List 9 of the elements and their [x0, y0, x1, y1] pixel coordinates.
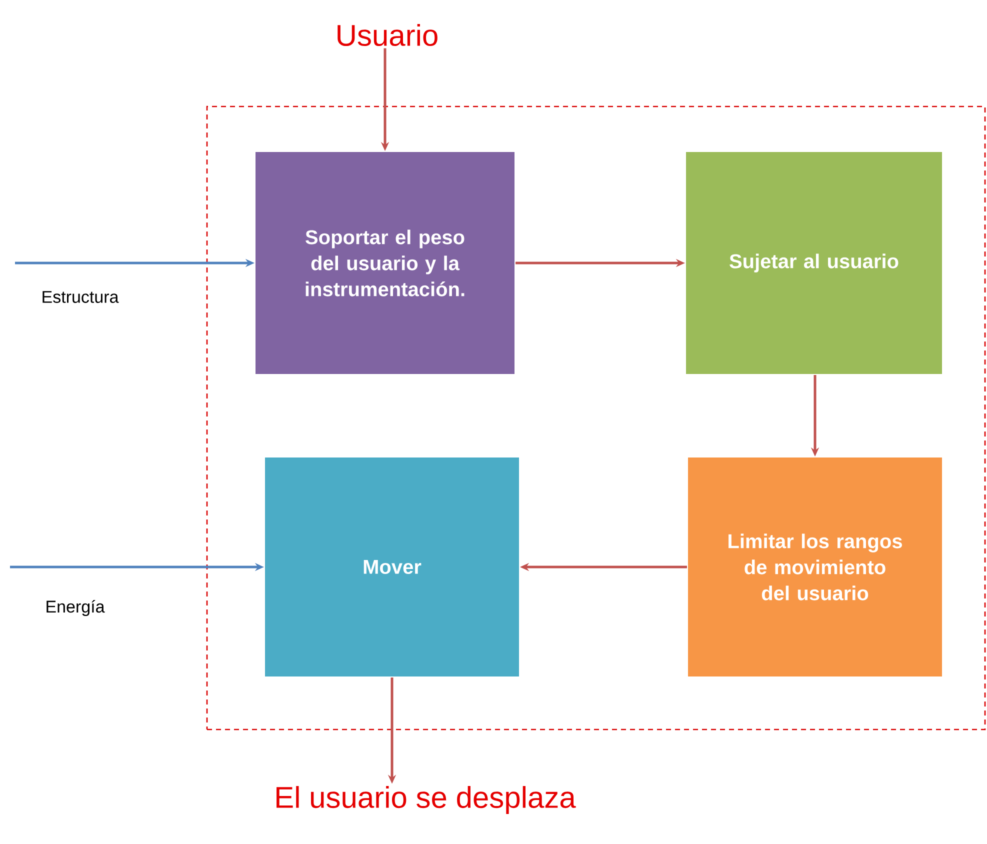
process-box: Mover [264, 456, 520, 678]
edge-label: Estructura [42, 291, 119, 303]
process-box: Soportar el peso del usuario y la instrumentación. [254, 151, 516, 375]
process-box: Sujetar al usuario [685, 151, 944, 375]
dashed-frame [206, 106, 986, 730]
heading-text: Usuario [338, 24, 438, 46]
edge-label: Energía [46, 600, 105, 616]
heading-text: El usuario se desplaza [276, 786, 576, 814]
process-box: Limitar los rangos de movimiento del usuario [687, 456, 944, 678]
